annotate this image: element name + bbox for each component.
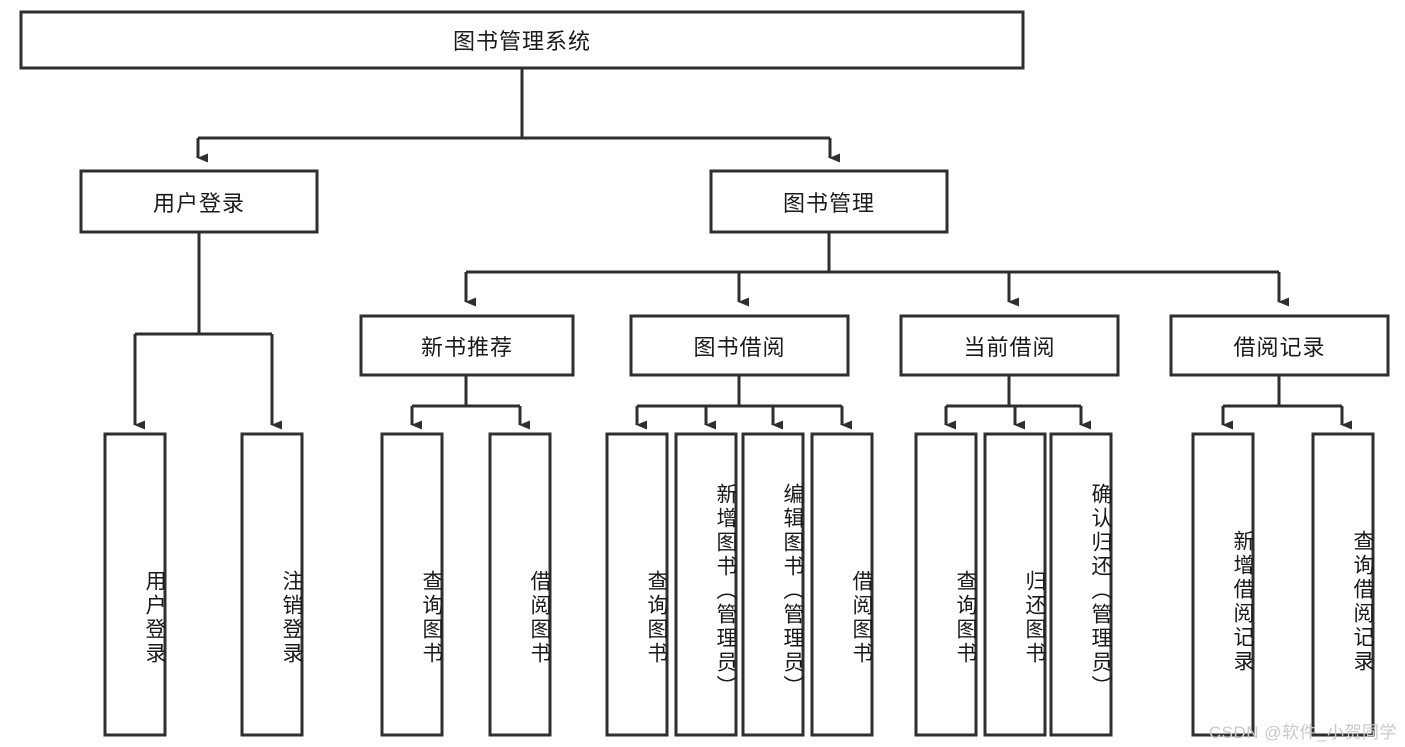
node-box-new-book[interactable]	[359, 314, 575, 377]
leaf-box-book-borrow-2[interactable]	[741, 432, 805, 737]
leaf-box-new-book-1[interactable]	[488, 432, 552, 737]
node-box-borrow-record[interactable]	[1169, 314, 1390, 377]
leaf-box-book-borrow-0[interactable]	[605, 432, 669, 737]
leaf-box-borrow-record-1[interactable]	[1311, 432, 1375, 737]
node-box-current-borrow[interactable]	[899, 314, 1120, 377]
node-box-book-borrow[interactable]	[629, 314, 850, 377]
watermark-text: CSDN @软件_小贺同学	[1208, 723, 1397, 742]
node-box-root[interactable]	[19, 10, 1025, 70]
node-box-book-manage[interactable]	[709, 169, 949, 234]
node-box-user-login[interactable]	[79, 169, 319, 234]
leaf-box-user-login-0[interactable]	[103, 432, 167, 737]
leaf-box-user-login-1[interactable]	[240, 432, 304, 737]
leaf-box-current-borrow-0[interactable]	[914, 432, 978, 737]
leaf-box-borrow-record-0[interactable]	[1191, 432, 1255, 737]
leaf-box-current-borrow-1[interactable]	[983, 432, 1047, 737]
leaf-box-new-book-0[interactable]	[380, 432, 444, 737]
leaf-box-book-borrow-1[interactable]	[674, 432, 738, 737]
leaf-box-book-borrow-3[interactable]	[810, 432, 874, 737]
leaf-box-current-borrow-2[interactable]	[1049, 432, 1113, 737]
